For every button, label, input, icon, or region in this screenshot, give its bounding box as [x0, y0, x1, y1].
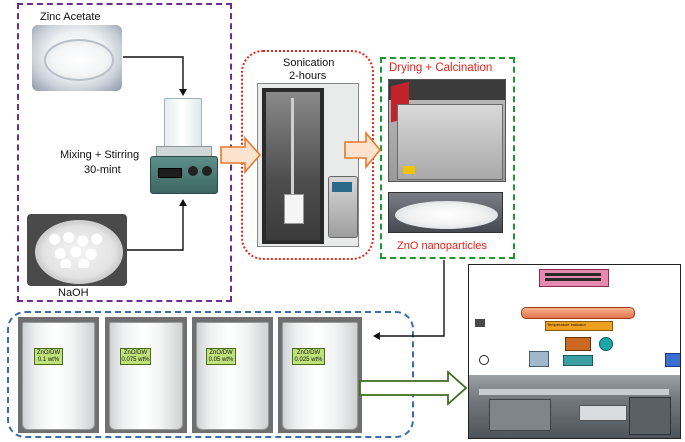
arrow-naoh-to-mixer [127, 199, 187, 251]
arrow-sonication-to-drying [344, 130, 382, 170]
drying-stage-box [380, 57, 515, 259]
sample-label-4-line2: 0.025 wt% [294, 357, 323, 363]
sample-label-2-line1: ZnO/DW [123, 350, 148, 356]
drying-calcination-label: Drying + Calcination [389, 62, 493, 74]
sample-label-1: ZnO/DW 0.1 wt% [34, 348, 63, 365]
temperature-indicator-label: Temperature Indicator [547, 322, 586, 327]
pump-icon [599, 337, 613, 351]
sample-label-4-line1: ZnO/DW [296, 350, 321, 356]
sample-label-3-line2: 0.05 wt% [208, 357, 234, 363]
sonication-duration-label: 2-hours [289, 70, 327, 82]
temperature-indicator-box [545, 321, 613, 331]
tank-icon [529, 351, 549, 367]
naoh-dish-image [27, 214, 127, 286]
sample-label-3-line1: ZnO/DW [209, 350, 233, 356]
sample-label-1-line1: ZnO/DW [36, 350, 61, 356]
mixing-stirring-label: Mixing + Stirring [60, 149, 140, 161]
mixing-duration-label: 30-mint [84, 164, 121, 176]
gauge-icon [475, 319, 485, 327]
rig-photo [469, 375, 680, 438]
sample-label-1-line2: 0.1 wt% [37, 357, 60, 363]
flowmeter-icon [563, 355, 593, 366]
sample-label-4: ZnO/DW 0.025 wt% [292, 348, 325, 365]
arrow-samples-to-rig [359, 369, 468, 407]
rig-schematic: Temperature Indicator [469, 265, 680, 375]
sample-beaker-1 [22, 322, 95, 430]
sample-label-2: ZnO/DW 0.075 wt% [120, 348, 151, 365]
arrow-zinc-to-mixer [123, 56, 187, 96]
test-section-tube [521, 307, 635, 319]
gauge-icon-2 [479, 355, 489, 365]
zinc-acetate-label: Zinc Acetate [40, 11, 101, 23]
sample-beaker-3 [196, 322, 269, 430]
sample-beaker-2 [109, 322, 183, 430]
heat-exchanger-icon [565, 337, 591, 351]
sample-label-3: ZnO/DW 0.05 wt% [206, 348, 236, 365]
furnace-image [388, 79, 506, 182]
arrow-drying-to-samples [373, 260, 445, 340]
sample-label-2-line2: 0.075 wt% [121, 357, 150, 363]
zno-nanoparticles-label: ZnO nanoparticles [397, 240, 487, 252]
samples-panel-box [7, 311, 414, 438]
reservoir-icon [665, 353, 680, 367]
experimental-rig-image: Temperature Indicator [468, 264, 681, 439]
naoh-label: NaOH [58, 287, 89, 299]
sonicator-image [257, 83, 359, 247]
sample-beaker-4 [282, 322, 358, 430]
zno-powder-image [388, 192, 503, 233]
magnetic-stirrer-image [148, 96, 218, 196]
arrow-mixing-to-sonication [220, 135, 262, 175]
sonication-label: Sonication [283, 57, 335, 69]
zinc-acetate-dish-image [32, 25, 122, 91]
